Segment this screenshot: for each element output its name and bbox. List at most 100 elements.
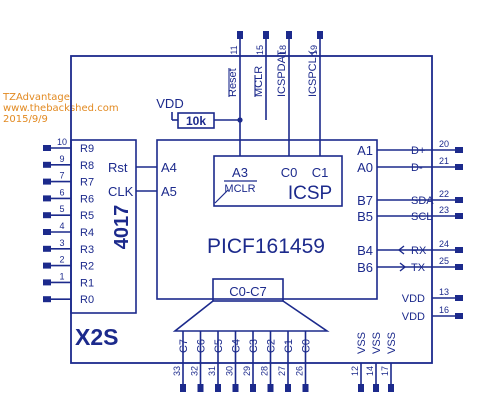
counter-ic-label: 4017: [111, 205, 133, 250]
bottom-vss-pin-17-label: VSS: [386, 332, 398, 354]
left-pin-1-number: 1: [59, 271, 64, 281]
icsp-pin-mclr-label: MCLR: [224, 183, 255, 195]
top-pin-18-label: ICSPDAT: [276, 50, 288, 97]
bottom-c-pin-33-label: C7: [178, 339, 190, 353]
bottom-vss-pin-12-connector: [358, 384, 364, 392]
bottom-vss-pin-14-label: VSS: [371, 332, 383, 354]
right-pin-13-label: VDD: [402, 293, 425, 305]
bottom-vss-pin-14-connector: [373, 384, 379, 392]
right-pin-25-label: TX: [411, 262, 426, 274]
bottom-c-pin-27-connector: [285, 384, 291, 392]
icsp-pin-c0-label: C0: [281, 165, 298, 180]
bottom-c-pin-27-label: C1: [283, 339, 295, 353]
watermark-website: www.thebackshed.com: [3, 103, 119, 114]
bottom-vss-pin-12-label: VSS: [356, 332, 368, 354]
right-pin-13-number: 13: [439, 287, 449, 297]
left-pin-7-label: R7: [80, 177, 94, 189]
port-c-label: C0-C7: [229, 284, 267, 299]
bottom-c-pin-28-connector: [267, 384, 274, 392]
top-pin-15-number: 15: [255, 45, 265, 55]
counter-signal-rst-label: Rst: [108, 160, 128, 175]
mcu-port-a4-label: A4: [161, 160, 177, 175]
icsp-pin-c1-label: C1: [312, 165, 329, 180]
icsp-pin-a3-label: A3: [232, 165, 248, 180]
bottom-c-pin-33-number: 33: [172, 366, 182, 376]
bottom-vss-pin-17-connector: [388, 384, 394, 392]
bottom-c-pin-30-number: 30: [225, 366, 235, 376]
rx-arrow: [397, 245, 405, 255]
right-pin-20-label: D+: [411, 145, 425, 157]
icsp-slash: [214, 189, 229, 204]
bottom-c-pin-32-connector: [197, 384, 204, 392]
left-pin-5-number: 5: [59, 204, 64, 214]
bottom-c-pin-31-connector: [215, 384, 221, 392]
left-pin-2-label: R2: [80, 261, 94, 273]
left-pin-r0-label: R0: [80, 294, 94, 306]
port-c-box: [212, 278, 284, 302]
watermark-author: TZAdvantage: [3, 92, 70, 103]
mcu-port-b5-label: B5: [357, 209, 373, 224]
right-pin-25-number: 25: [439, 256, 449, 266]
bottom-c-pin-30-label: C4: [231, 339, 243, 353]
left-pin-5-label: R5: [80, 210, 94, 222]
mcu-port-b6-label: B6: [357, 260, 373, 275]
counter-ic-box: [70, 139, 137, 314]
right-pin-21-label: D-: [411, 162, 423, 174]
right-pin-23-number: 23: [439, 205, 449, 215]
left-pin-3-label: R3: [80, 244, 94, 256]
left-pin-6-label: R6: [80, 193, 94, 205]
right-pin-22-number: 22: [439, 189, 449, 199]
mcu-body: [156, 139, 378, 300]
port-c-fanout: [172, 300, 330, 332]
mcu-port-b4-label: B4: [357, 243, 373, 258]
mcu-port-a1-label: A1: [357, 143, 373, 158]
bottom-c-pin-30-connector: [232, 384, 239, 392]
resistor-value-label: 10k: [186, 114, 206, 128]
bottom-c-pin-28-label: C2: [266, 339, 278, 353]
bottom-c-pin-26-connector: [302, 384, 309, 392]
resistor-supply-label: VDD: [156, 96, 183, 111]
icsp-title: ICSP: [288, 183, 332, 204]
bottom-c-pin-32-label: C6: [196, 339, 208, 353]
left-pin-7-number: 7: [59, 171, 64, 181]
left-pin-6-number: 6: [59, 187, 64, 197]
mcu-port-b7-label: B7: [357, 193, 373, 208]
bottom-c-pin-29-connector: [250, 384, 256, 392]
top-pin-19-label: ICSPCLK: [307, 49, 319, 97]
bottom-c-pin-32-number: 32: [190, 366, 200, 376]
top-pin-15-label: MCLR: [253, 66, 265, 97]
left-pin-2-number: 2: [59, 255, 64, 265]
mcu-port-a0-label: A0: [357, 160, 373, 175]
tx-arrow: [399, 262, 407, 272]
left-pin-4-label: R4: [80, 227, 94, 239]
bottom-c-pin-31-label: C5: [213, 339, 225, 353]
left-pin-10-label: R9: [80, 143, 94, 155]
left-pin-9-label: R8: [80, 160, 94, 172]
right-pin-22-label: SDA: [411, 195, 434, 207]
watermark-date: 2015/9/9: [3, 114, 48, 125]
left-pin-9-number: 9: [59, 154, 64, 164]
left-pin-10-number: 10: [57, 137, 67, 147]
top-pin-18-number: 18: [278, 45, 288, 55]
bottom-c-pin-33-connector: [180, 384, 186, 392]
top-pin-19-number: 19: [309, 45, 319, 55]
chip-name-label: PICF161459: [207, 235, 325, 258]
right-pin-16-number: 16: [439, 305, 449, 315]
bottom-c-pin-31-number: 31: [207, 366, 217, 376]
left-pin-1-label: R1: [80, 277, 94, 289]
top-pin-11-number: 11: [229, 45, 239, 54]
bottom-c-pin-26-label: C0: [301, 339, 313, 353]
bottom-vss-pin-12-number: 12: [350, 366, 360, 376]
right-pin-20-number: 20: [439, 139, 449, 149]
bottom-c-pin-26-number: 26: [295, 366, 305, 376]
bottom-c-pin-27-number: 27: [277, 366, 287, 376]
icsp-header-box: [213, 155, 343, 207]
mcu-port-a5-label: A5: [161, 184, 177, 199]
left-pin-4-number: 4: [59, 221, 64, 231]
right-pin-23-label: SCL: [411, 211, 432, 223]
top-pin-11-label: Reset: [227, 68, 239, 97]
x2s-label: X2S: [75, 324, 118, 350]
bottom-c-pin-28-number: 28: [260, 366, 270, 376]
bottom-vss-pin-14-number: 14: [365, 366, 375, 376]
